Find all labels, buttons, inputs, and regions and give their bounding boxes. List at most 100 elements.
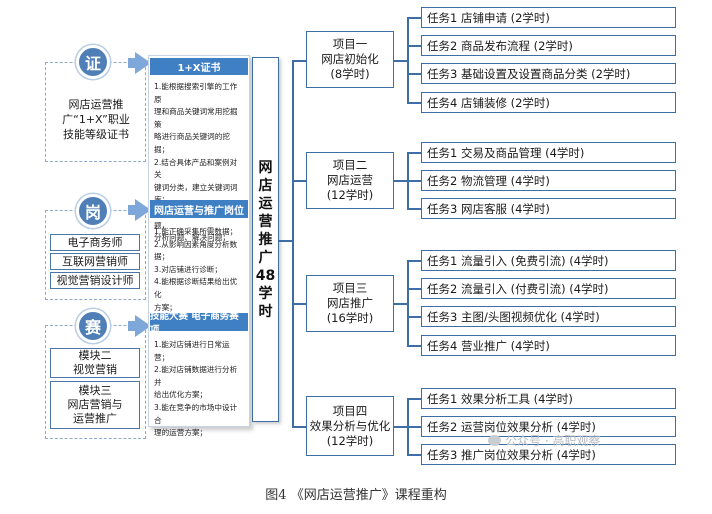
connector (292, 303, 306, 305)
task-p1-1: 任务1 店铺申请 (2学时) (421, 7, 676, 28)
connector (407, 152, 421, 154)
task-p4-2: 任务2 运营岗位效果分析 (4学时) (421, 416, 676, 437)
connector (407, 288, 421, 290)
post-arrow (135, 199, 151, 221)
connector (407, 260, 421, 262)
contest-panel-title: 技能大赛 电子商务赛项 (150, 311, 248, 336)
task-p3-4: 任务4 营业推广 (4学时) (421, 335, 676, 356)
post-panel-title: 网店运营与推广岗位 (150, 200, 248, 218)
contest-panel-line: 给出优化方案； (154, 390, 208, 400)
cert-panel-line: 理和商品关键词常用挖掘策 (154, 107, 238, 129)
connector (292, 60, 306, 62)
task-p3-2: 任务2 流量引入 (付费引流) (4学时) (421, 278, 676, 299)
post-panel-body: 1.能正确采集所需数据； 2.从影响因素角度分析数据； 3.对店铺进行诊断； 4… (150, 224, 248, 314)
task-p4-1: 任务1 效果分析工具 (4学时) (421, 388, 676, 409)
contest-arrow (135, 315, 151, 337)
project-3: 项目三 网店推广 (16学时) (306, 275, 394, 332)
post-badge: 岗 (76, 194, 110, 228)
course-char: 营 (258, 213, 273, 230)
connector (407, 17, 409, 103)
cert-arrow-shaft (128, 58, 136, 68)
connector (292, 180, 306, 182)
watermark-text: 公众号 · 高职观察 (505, 433, 601, 448)
project-3-title: 网店推广 (327, 296, 373, 310)
connector (407, 45, 421, 47)
project-3-hours: (16学时) (326, 311, 374, 325)
course-char: 48 (255, 267, 276, 284)
cert-panel-line: 1.能根据搜索引擎的工作原 (154, 82, 238, 104)
project-1-title: 网店初始化 (321, 52, 379, 66)
post-panel-line: 1.能正确采集所需数据； (154, 227, 238, 236)
connector (407, 316, 421, 318)
connector (407, 426, 421, 428)
contest-module2: 模块二 视觉营销 (50, 348, 140, 378)
task-p3-3: 任务3 主图/头图视频优化 (4学时) (421, 306, 676, 327)
task-p2-2: 任务2 物流管理 (4学时) (421, 170, 676, 191)
connector (407, 17, 421, 19)
course-char: 时 (258, 303, 273, 320)
cert-text-line1: 网店运营推 (68, 97, 124, 111)
course-char: 学 (258, 285, 273, 302)
connector (407, 398, 421, 400)
project-1-hours: (8学时) (330, 67, 370, 81)
contest-module3: 模块三 网店营销与 运营推广 (50, 381, 140, 429)
module3-line2: 网店营销与 (67, 398, 123, 411)
connector (407, 454, 421, 456)
contest-panel-line: 2.能对店铺数据进行分析并 (154, 365, 238, 387)
middle-panel (148, 55, 250, 427)
project-2: 项目二 网店运营 (12学时) (306, 152, 394, 209)
post-panel-line: 2.从影响因素角度分析数据； (154, 239, 238, 262)
project-4: 项目四 效果分析与优化 (12学时) (306, 396, 394, 456)
cert-panel-body: 1.能根据搜索引擎的工作原 理和商品关键词常用挖掘策 略进行商品关键词的挖掘； … (150, 79, 248, 245)
task-p4-3: 任务3 推广岗位效果分析 (4学时) (421, 444, 676, 465)
cert-panel-line: 键词分类，建立关键词词库； (154, 182, 238, 205)
course-char: 推 (258, 231, 273, 248)
connector (407, 208, 421, 210)
course-char: 网 (258, 159, 273, 176)
cert-panel-line: 分析问题、解决问题； (154, 233, 230, 243)
post-item-ecommerce: 电子商务师 (50, 234, 140, 251)
task-p1-2: 任务2 商品发布流程 (2学时) (421, 35, 676, 56)
project-2-name: 项目二 (332, 158, 368, 172)
post-panel-line: 4.能根据诊断结果给出优化 (154, 277, 238, 299)
cert-description: 网店运营推 广“1+X”职业 技能等级证书 (48, 92, 144, 146)
cert-arrow (135, 52, 151, 74)
project-4-name: 项目四 (332, 403, 368, 418)
task-p2-3: 任务3 网店客服 (4学时) (421, 198, 676, 219)
post-item-marketer: 互联网营销师 (50, 253, 140, 270)
watermark: 公众号 · 高职观察 (488, 432, 600, 448)
cert-panel-line: 2.结合具体产品和案例对关 (154, 157, 238, 180)
project-2-title: 网店运营 (327, 173, 373, 187)
connector (394, 60, 408, 62)
connector (407, 260, 409, 346)
connector (279, 240, 293, 242)
project-1-name: 项目一 (332, 37, 368, 51)
figure-caption: 图4 《网店运营推广》课程重构 (265, 488, 447, 503)
contest-panel-body: 1.能对店铺进行日常运营； 2.能对店铺数据进行分析并 给出优化方案； 3.能在… (150, 337, 248, 440)
task-p1-3: 任务3 基础设置及设置商品分类 (2学时) (421, 63, 676, 84)
contest-arrow-shaft (128, 321, 136, 331)
course-title-bar: 网 店 运 营 推 广 48 学 时 (252, 57, 279, 422)
task-p1-4: 任务4 店铺装修 (2学时) (421, 92, 676, 113)
post-arrow-shaft (128, 205, 136, 215)
cert-text-line3: 技能等级证书 (63, 127, 129, 141)
task-p3-1: 任务1 流量引入 (免费引流) (4学时) (421, 250, 676, 271)
connector (292, 426, 306, 428)
cert-panel-title: 1+X证书 (150, 58, 248, 75)
course-char: 运 (258, 195, 273, 212)
connector (394, 303, 408, 305)
connector (407, 102, 421, 104)
project-4-hours: (12学时) (326, 433, 374, 448)
connector (292, 60, 294, 427)
task-p2-1: 任务1 交易及商品管理 (4学时) (421, 142, 676, 163)
connector (407, 345, 421, 347)
connector (407, 180, 421, 182)
post-item-designer: 视觉营销设计师 (50, 272, 140, 289)
project-4-title: 效果分析与优化 (309, 418, 391, 433)
contest-badge: 赛 (76, 309, 110, 343)
contest-panel-line: 3.能在竞争的市场中设计合 (154, 402, 238, 425)
project-1: 项目一 网店初始化 (8学时) (306, 31, 394, 88)
cert-badge: 证 (76, 45, 110, 79)
connector (407, 73, 421, 75)
project-3-name: 项目三 (332, 281, 368, 295)
